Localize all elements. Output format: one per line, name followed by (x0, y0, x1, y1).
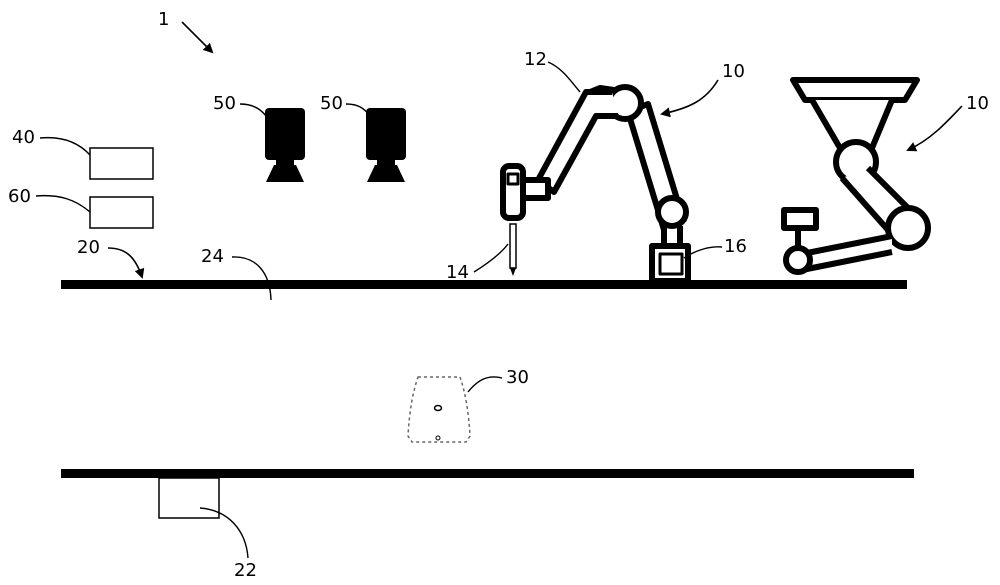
leader-arm-link (547, 61, 581, 93)
label-surface: 24 (201, 246, 224, 267)
label-object: 30 (506, 367, 529, 388)
leader-22 (199, 507, 249, 559)
label-camera-left: 50 (213, 93, 236, 114)
object-30 (407, 376, 471, 443)
label-22: 22 (234, 560, 257, 581)
label-camera-right: 50 (320, 93, 343, 114)
leader-surface (231, 256, 272, 301)
label-robot-a: 10 (722, 61, 745, 82)
leader-tool (473, 243, 509, 273)
conveyor-belt-top (61, 280, 907, 289)
camera-left (265, 108, 305, 182)
conveyor-arrow (107, 247, 145, 279)
tool-14 (509, 223, 517, 276)
label-conveyor: 20 (77, 237, 100, 258)
leader-60 (35, 194, 91, 213)
leader-40 (39, 136, 91, 156)
system-arrow (181, 21, 214, 54)
robot-arm-a (500, 84, 691, 284)
label-60: 60 (8, 186, 31, 207)
leader-object (467, 376, 503, 393)
conveyor-belt-bottom (61, 469, 914, 478)
robot-arm-b (781, 77, 931, 275)
leader-camera-left (239, 103, 267, 117)
robot-a-arrow (660, 79, 719, 118)
label-arm-link: 12 (524, 49, 547, 70)
box-60 (89, 196, 154, 229)
label-tool: 14 (446, 262, 469, 283)
label-40: 40 (12, 127, 35, 148)
leader-base (683, 246, 723, 259)
robot-b-arrow (906, 105, 963, 152)
label-robot-b: 10 (966, 93, 989, 114)
box-40 (89, 147, 154, 180)
box-22 (158, 477, 220, 519)
camera-right (366, 108, 406, 182)
label-system: 1 (158, 9, 169, 30)
label-base: 16 (724, 236, 747, 257)
